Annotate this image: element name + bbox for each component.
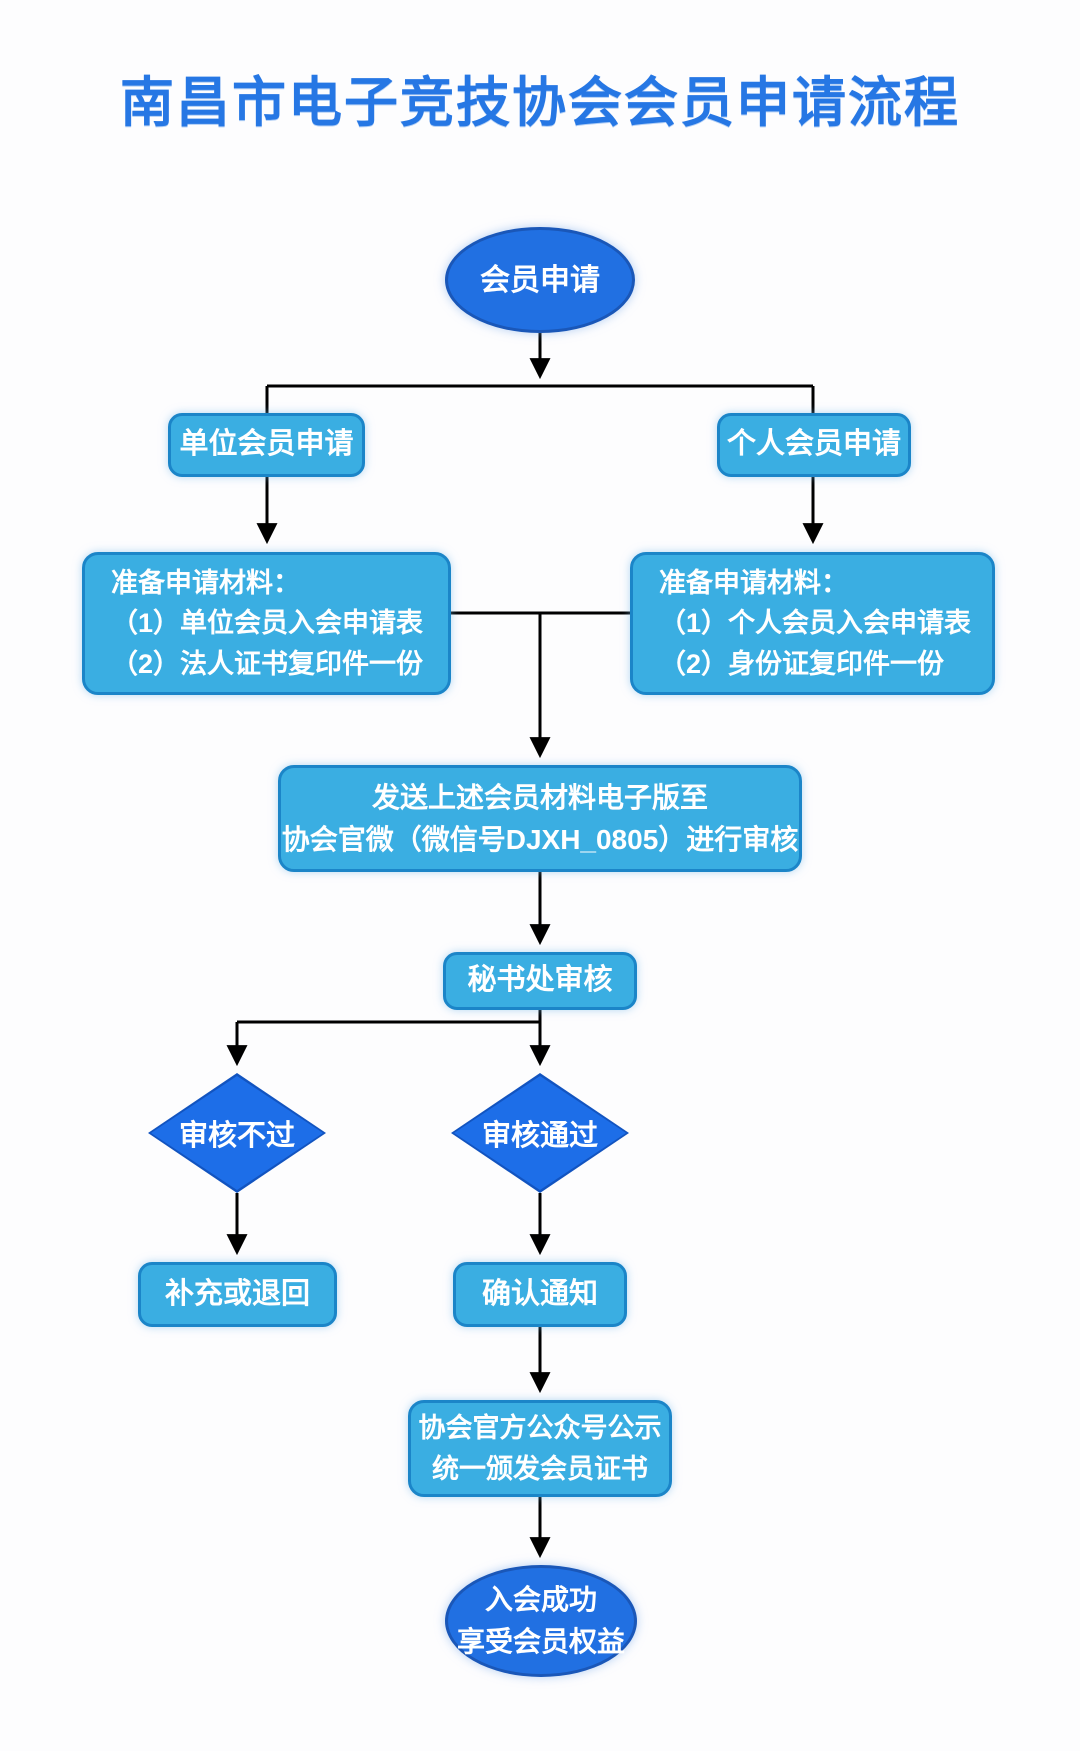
node-unit-materials: 准备申请材料： （1）单位会员入会申请表 （2）法人证书复印件一份 <box>82 552 451 695</box>
success-line1: 入会成功 <box>484 1584 597 1615</box>
node-announce: 协会官方公众号公示 统一颁发会员证书 <box>408 1400 672 1497</box>
personal-materials-line2: （1）个人会员入会申请表 <box>659 608 972 639</box>
review-fail-label: 审核不过 <box>178 1120 295 1152</box>
node-unit-apply: 单位会员申请 <box>168 413 365 477</box>
unit-materials-line1: 准备申请材料： <box>111 567 300 598</box>
node-confirm-notice: 确认通知 <box>453 1262 627 1327</box>
personal-materials-line1: 准备申请材料： <box>659 567 848 598</box>
node-review-pass: 审核通过 <box>451 1073 629 1193</box>
unit-materials-line3: （2）法人证书复印件一份 <box>111 648 424 679</box>
node-personal-apply-label: 个人会员申请 <box>726 428 901 461</box>
personal-materials-line3: （2）身份证复印件一份 <box>659 648 945 679</box>
node-success: 入会成功 享受会员权益 <box>445 1565 637 1677</box>
unit-materials-line2: （1）单位会员入会申请表 <box>111 608 424 639</box>
node-start: 会员申请 <box>445 227 635 333</box>
page-title: 南昌市电子竞技协会会员申请流程 <box>120 73 960 133</box>
node-unit-apply-label: 单位会员申请 <box>179 428 354 461</box>
announce-line2: 统一颁发会员证书 <box>432 1453 648 1484</box>
node-personal-materials: 准备申请材料： （1）个人会员入会申请表 （2）身份证复印件一份 <box>630 552 995 695</box>
connector-secretariat-branch <box>237 1010 542 1024</box>
send-review-line2: 协会官微（微信号DJXH_0805）进行审核 <box>281 823 799 855</box>
node-supplement-return: 补充或退回 <box>138 1262 337 1327</box>
confirm-notice-label: 确认通知 <box>481 1277 598 1310</box>
announce-line1: 协会官方公众号公示 <box>418 1413 662 1443</box>
node-send-review: 发送上述会员材料电子版至 协会官微（微信号DJXH_0805）进行审核 <box>278 765 802 872</box>
success-line2: 享受会员权益 <box>456 1626 625 1657</box>
node-review-fail: 审核不过 <box>148 1073 326 1193</box>
send-review-line1: 发送上述会员材料电子版至 <box>371 781 708 813</box>
node-secretariat-review: 秘书处审核 <box>443 952 637 1010</box>
review-pass-label: 审核通过 <box>481 1120 598 1152</box>
supplement-return-label: 补充或退回 <box>164 1277 310 1310</box>
secretariat-review-label: 秘书处审核 <box>467 964 613 997</box>
node-start-label: 会员申请 <box>480 263 600 297</box>
node-personal-apply: 个人会员申请 <box>717 413 911 477</box>
